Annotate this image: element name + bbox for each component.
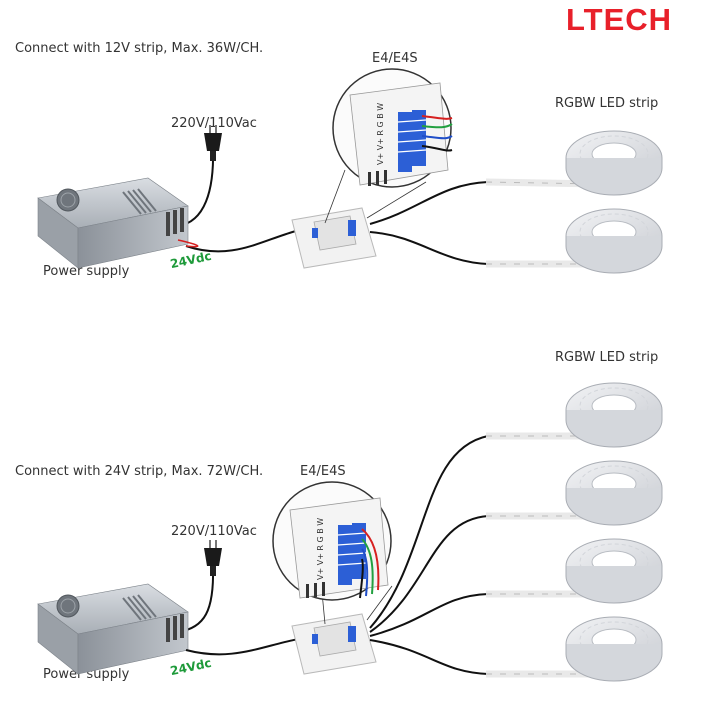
top-power-plug-icon <box>204 125 222 161</box>
bottom-power-plug-icon <box>204 540 222 576</box>
svg-text:V+ V+ R G B W: V+ V+ R G B W <box>316 518 325 580</box>
top-strip-label: RGBW LED strip <box>555 96 659 111</box>
bottom-led-strip-reel-icon-1 <box>486 382 663 448</box>
bottom-strip-label: RGBW LED strip <box>555 350 659 365</box>
top-controller-label: E4/E4S <box>372 51 418 66</box>
top-wall-controller-icon <box>291 207 377 269</box>
bottom-terminal-zoom-icon: V+ V+ R G B W <box>272 481 393 625</box>
bottom-led-strip-reel-icon-4 <box>486 616 663 682</box>
top-strip-cables <box>369 181 489 265</box>
top-led-strip-reel-icon-2 <box>486 208 663 274</box>
top-psu-label: Power supply <box>43 264 130 279</box>
top-mains-label: 220V/110Vac <box>171 116 257 131</box>
bottom-led-strip-reel-icon-3 <box>486 538 663 604</box>
top-led-strip-reel-icon <box>485 130 663 196</box>
svg-text:V+ V+ R G B W: V+ V+ R G B W <box>376 103 385 165</box>
top-terminal-zoom-icon: V+ V+ R G B W <box>324 68 453 224</box>
bottom-wall-controller-icon <box>291 613 377 675</box>
bottom-led-strip-reel-icon-2 <box>486 460 663 526</box>
bottom-strip-cables <box>369 435 489 675</box>
bottom-power-supply-icon <box>37 583 189 675</box>
bottom-controller-label: E4/E4S <box>300 464 346 479</box>
top-power-supply-icon <box>37 177 189 269</box>
brand-logo: LTECH <box>566 2 673 37</box>
bottom-mains-label: 220V/110Vac <box>171 524 257 539</box>
top-caption: Connect with 12V strip, Max. 36W/CH. <box>15 41 264 56</box>
bottom-psu-label: Power supply <box>43 667 130 682</box>
bottom-caption: Connect with 24V strip, Max. 72W/CH. <box>15 464 264 479</box>
